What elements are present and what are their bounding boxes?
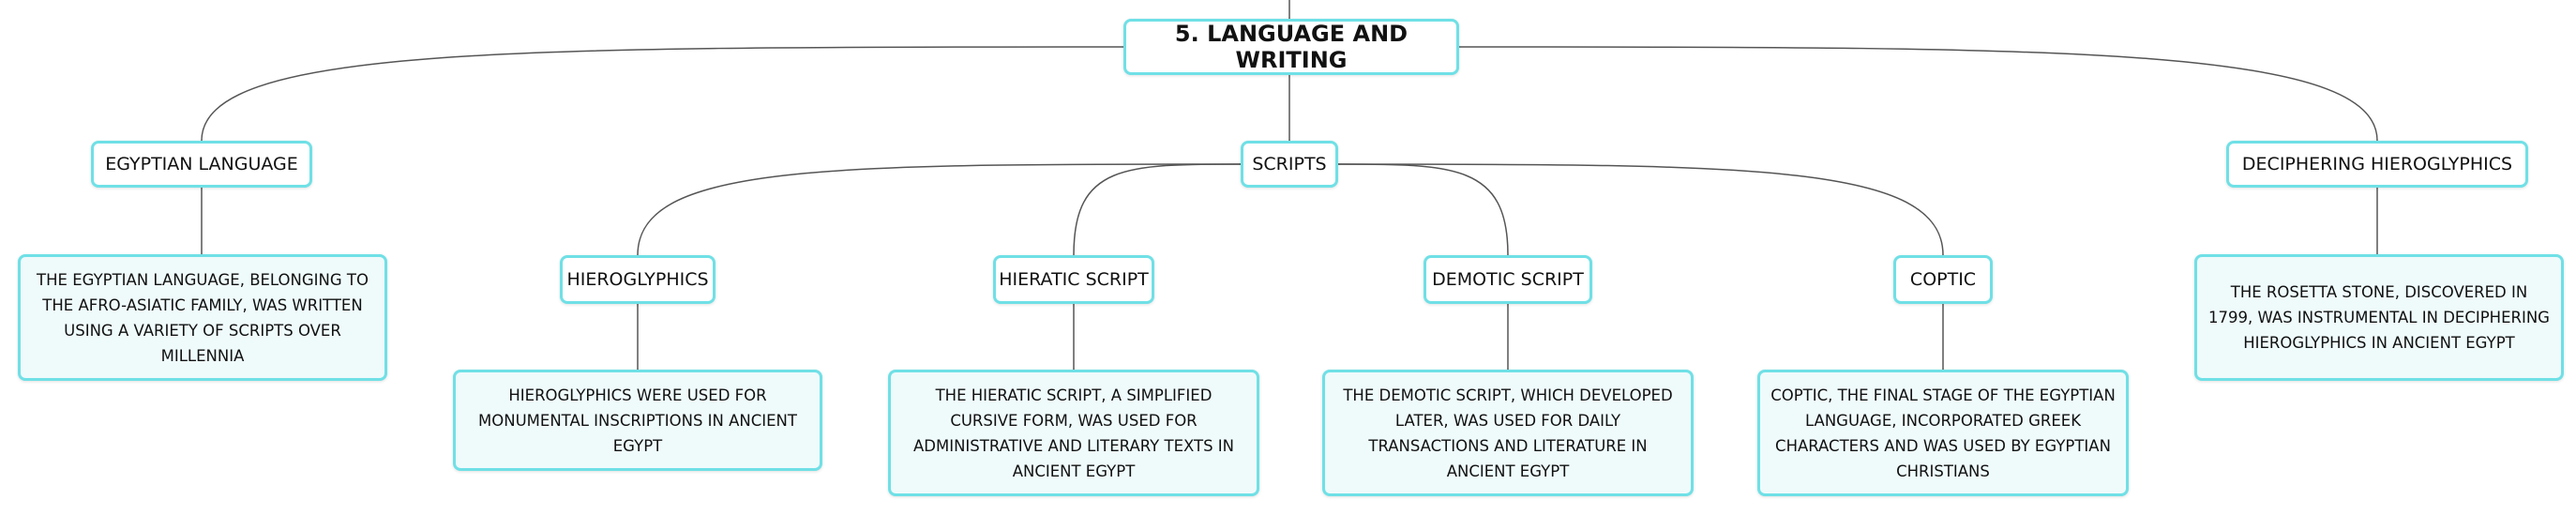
deciphering-node[interactable]: DECIPHERING HIEROGLYPHICS	[2226, 141, 2528, 188]
demotic-detail-text: THE DEMOTIC SCRIPT, WHICH DEVELOPED LATE…	[1343, 386, 1673, 480]
deciphering-label: DECIPHERING HIEROGLYPHICS	[2241, 154, 2513, 174]
connector-scripts-coptic	[1337, 163, 1944, 256]
hieratic-detail-text: THE HIERATIC SCRIPT, A SIMPLIFIED CURSIV…	[912, 386, 1235, 480]
egyptian-language-detail[interactable]: THE EGYPTIAN LANGUAGE, BELONGING TO THE …	[18, 254, 387, 381]
coptic-node[interactable]: COPTIC	[1893, 255, 1993, 304]
demotic-label: DEMOTIC SCRIPT	[1432, 269, 1584, 290]
demotic-node[interactable]: DEMOTIC SCRIPT	[1424, 255, 1592, 304]
scripts-label: SCRIPTS	[1252, 154, 1327, 174]
connector-scripts-demotic	[1337, 163, 1509, 256]
root-label: 5. LANGUAGE AND WRITING	[1174, 21, 1409, 73]
connector-scripts-hieratic	[1073, 163, 1242, 256]
coptic-detail[interactable]: COPTIC, THE FINAL STAGE OF THE EGYPTIAN …	[1757, 370, 2129, 496]
egyptian-language-label: EGYPTIAN LANGUAGE	[105, 154, 298, 174]
hieroglyphics-detail[interactable]: HIEROGLYPHICS WERE USED FOR MONUMENTAL I…	[453, 370, 822, 471]
connector-scripts-hieroglyphics	[637, 163, 1242, 256]
hieratic-detail[interactable]: THE HIERATIC SCRIPT, A SIMPLIFIED CURSIV…	[888, 370, 1259, 496]
hieroglyphics-label: HIEROGLYPHICS	[566, 269, 709, 290]
coptic-label: COPTIC	[1909, 269, 1977, 290]
connector-root-egyptian	[201, 46, 1124, 142]
demotic-detail[interactable]: THE DEMOTIC SCRIPT, WHICH DEVELOPED LATE…	[1322, 370, 1694, 496]
hieratic-label: HIERATIC SCRIPT	[999, 269, 1149, 290]
egyptian-language-detail-text: THE EGYPTIAN LANGUAGE, BELONGING TO THE …	[37, 270, 369, 365]
deciphering-detail-text: THE ROSETTA STONE, DISCOVERED IN 1799, W…	[2208, 283, 2550, 352]
connector-root-deciphering	[1458, 46, 2378, 142]
hieratic-node[interactable]: HIERATIC SCRIPT	[993, 255, 1154, 304]
root-node[interactable]: 5. LANGUAGE AND WRITING	[1123, 19, 1459, 75]
hieroglyphics-detail-text: HIEROGLYPHICS WERE USED FOR MONUMENTAL I…	[478, 386, 797, 455]
coptic-detail-text: COPTIC, THE FINAL STAGE OF THE EGYPTIAN …	[1770, 386, 2116, 480]
egyptian-language-node[interactable]: EGYPTIAN LANGUAGE	[91, 141, 312, 188]
scripts-node[interactable]: SCRIPTS	[1241, 141, 1338, 188]
deciphering-detail[interactable]: THE ROSETTA STONE, DISCOVERED IN 1799, W…	[2194, 254, 2564, 381]
hieroglyphics-node[interactable]: HIEROGLYPHICS	[560, 255, 716, 304]
